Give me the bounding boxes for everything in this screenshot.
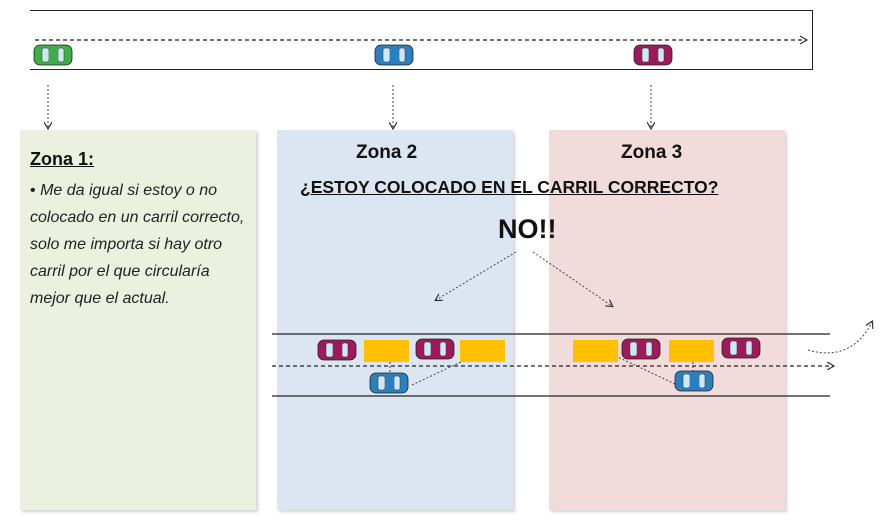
car-icon <box>33 44 73 66</box>
zone-1-description: • Me da igual si estoy o no colocado en … <box>30 177 245 312</box>
zone-3-title: Zona 3 <box>621 142 683 163</box>
zone-1-text: Me da igual si estoy o no colocado en un… <box>30 182 245 307</box>
zone-1-title: Zona 1: <box>30 149 95 169</box>
car-icon <box>374 44 414 66</box>
free-slot <box>669 340 714 362</box>
car-icon <box>415 338 455 360</box>
answer-no: NO!! <box>498 214 557 244</box>
free-slot <box>460 340 505 362</box>
zone-2-title: Zona 2 <box>356 142 418 163</box>
free-slot <box>573 340 618 362</box>
car-icon <box>621 338 661 360</box>
zone-2-panel <box>277 130 513 510</box>
question-heading: ¿ESTOY COLOCADO EN EL CARRIL CORRECTO? <box>300 177 719 197</box>
car-icon <box>633 44 673 66</box>
car-icon <box>317 339 357 361</box>
zone-1-panel <box>20 130 256 510</box>
free-slot <box>364 340 409 362</box>
car-icon <box>721 337 761 359</box>
car-icon <box>369 372 409 394</box>
car-icon <box>674 370 714 392</box>
bullet: • <box>30 182 36 199</box>
zone-3-panel <box>549 130 785 510</box>
top-road <box>30 10 813 70</box>
